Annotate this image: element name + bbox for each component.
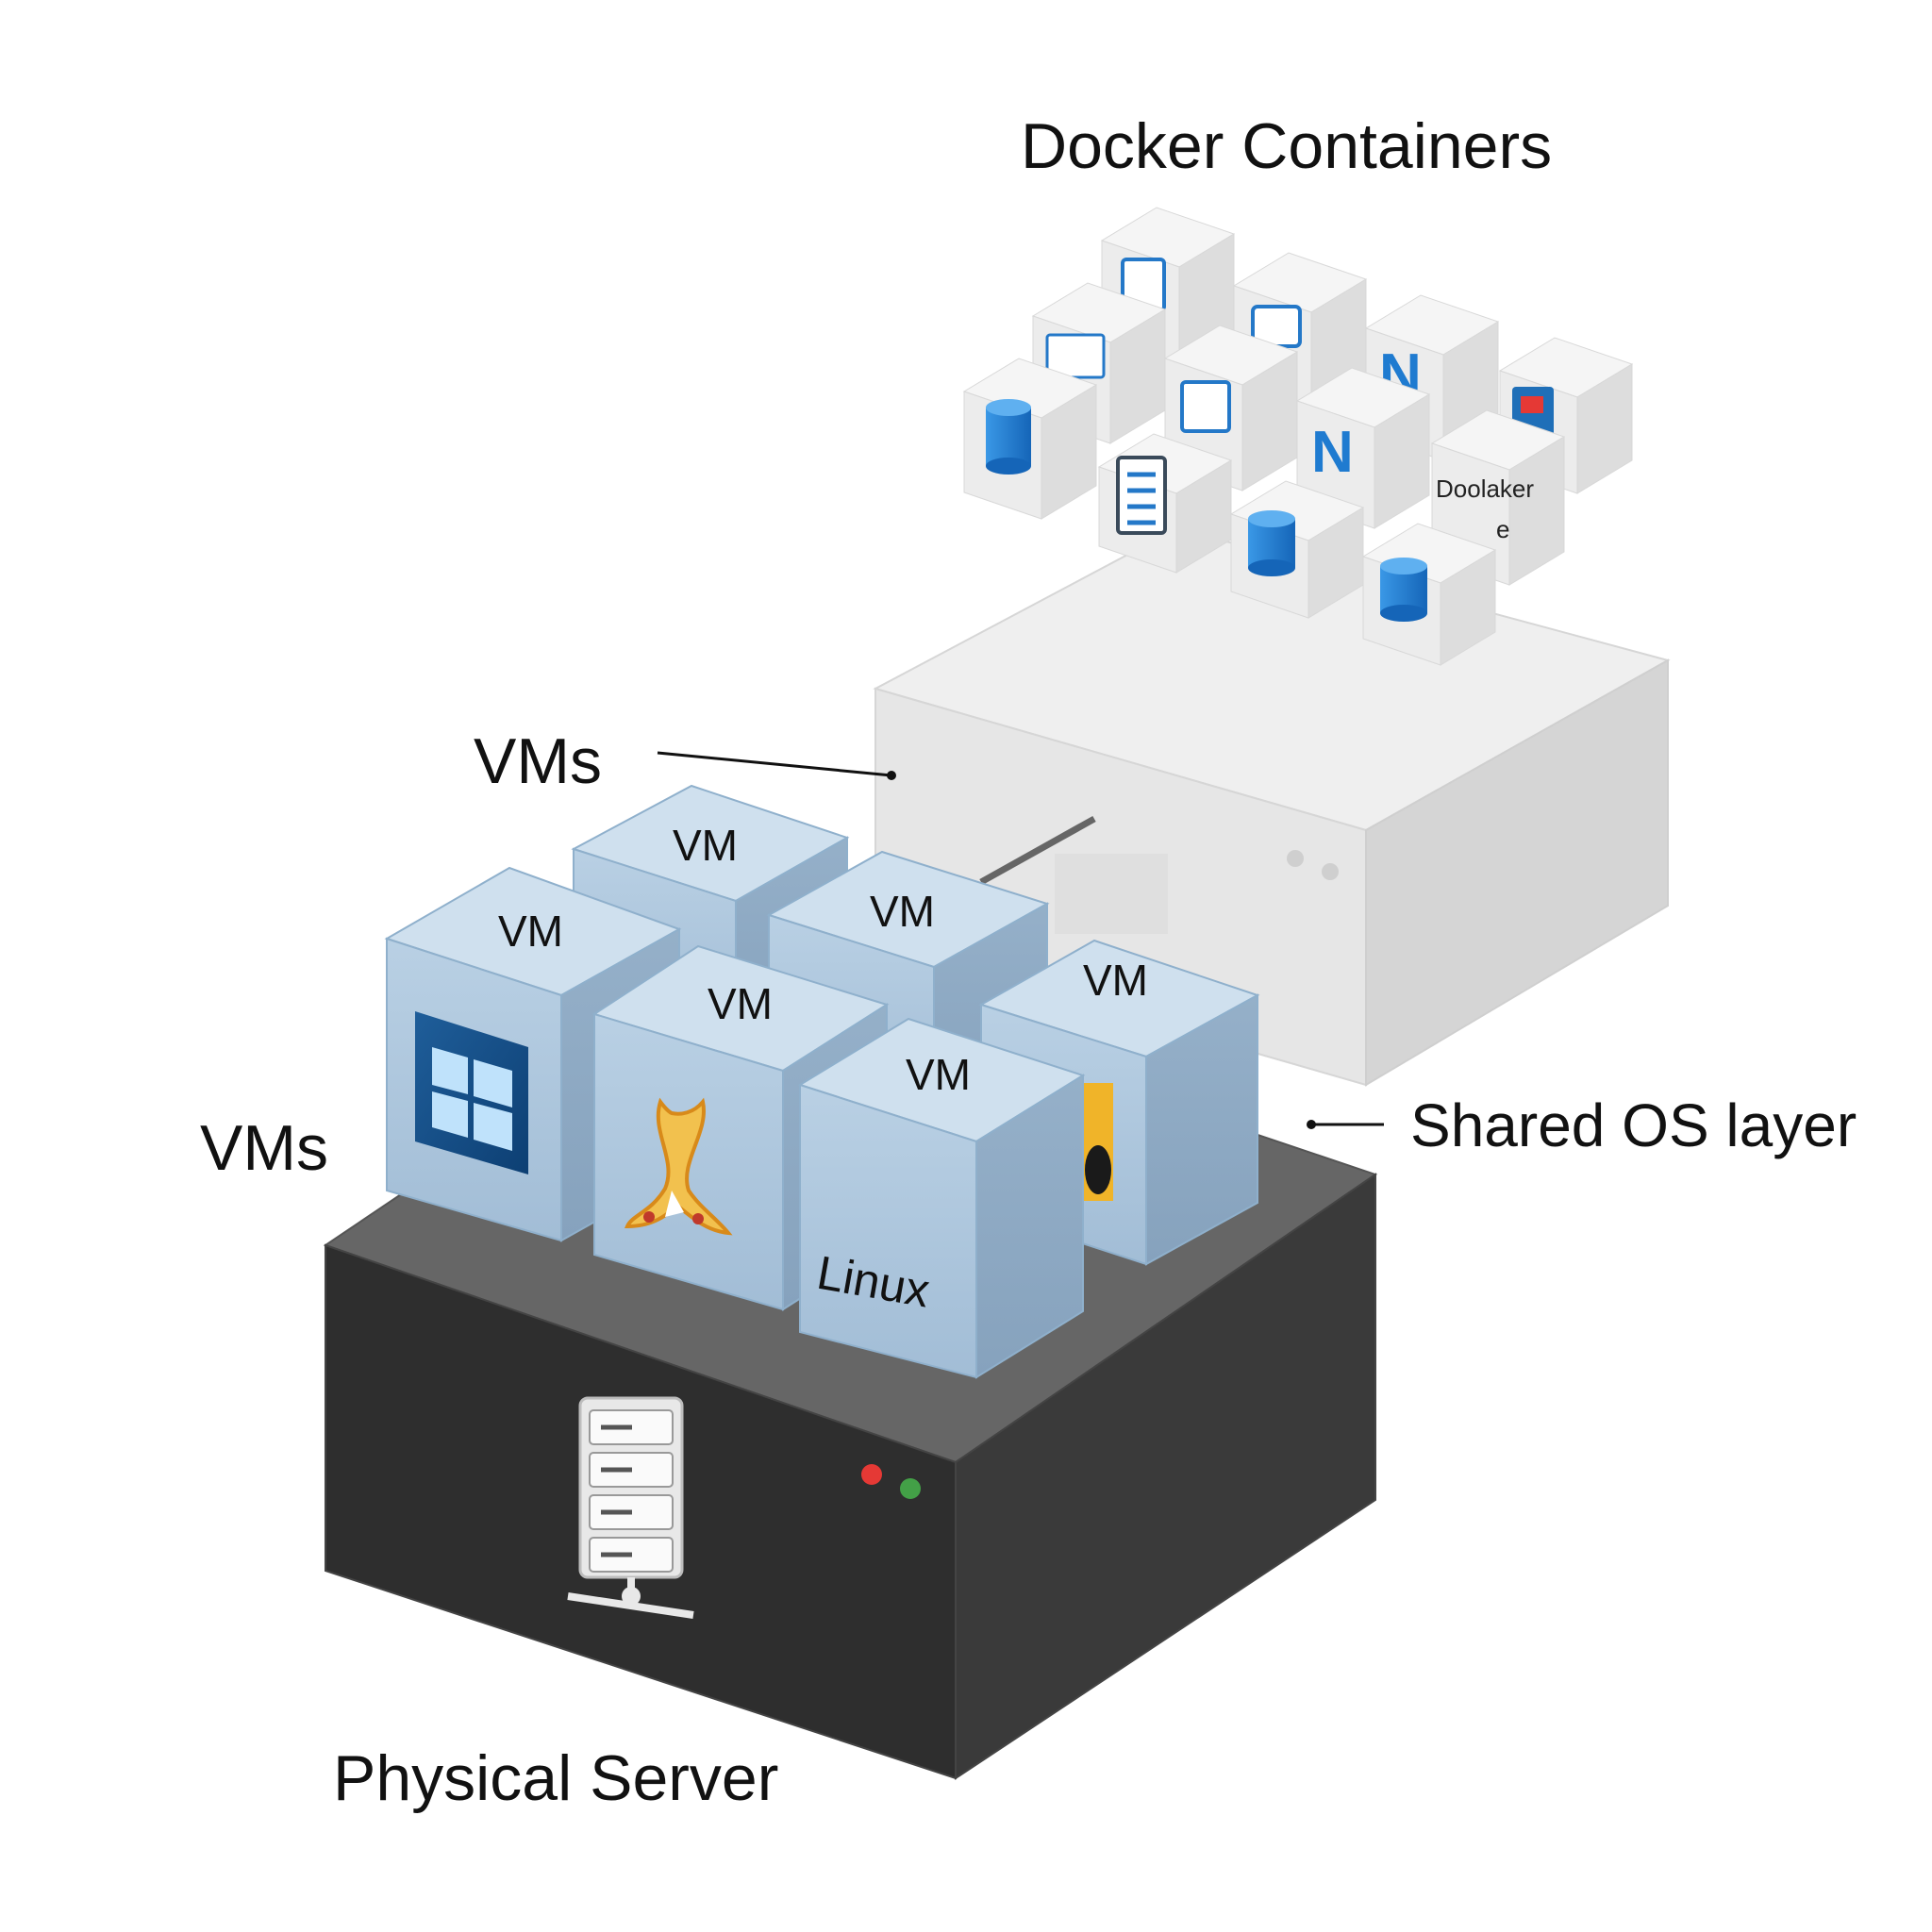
vm-label: VM <box>906 1050 971 1099</box>
n-logo-icon: N <box>1311 420 1354 485</box>
vm-label: VM <box>708 979 773 1028</box>
vm-label: VM <box>1083 956 1148 1005</box>
vms-left-label: VMs <box>200 1112 328 1184</box>
vm-label: VM <box>870 887 935 936</box>
vm-cube-linux: VM Linux <box>797 1017 1086 1379</box>
container-cube <box>1229 480 1365 619</box>
shared-os-layer-label: Shared OS layer <box>1410 1091 1857 1159</box>
docker-container-text-1: Doolaker <box>1436 475 1534 503</box>
status-led-green <box>900 1478 921 1499</box>
database-icon <box>1380 558 1427 622</box>
vm-label: VM <box>673 821 738 870</box>
vm-label: VM <box>498 907 563 956</box>
vms-top-label: VMs <box>474 725 602 797</box>
container-cube <box>962 358 1098 520</box>
database-icon <box>986 399 1031 475</box>
connector-line <box>979 815 1096 886</box>
windows-logo-icon <box>415 1011 528 1174</box>
docker-container-text-2: e <box>1496 515 1509 543</box>
docker-containers-group: Docker Containers N <box>873 110 1671 1087</box>
status-led-red <box>861 1464 882 1485</box>
container-cube <box>1361 523 1497 666</box>
shared-os-layer-block <box>873 526 1671 1087</box>
server-list-icon <box>1116 456 1167 535</box>
yellow-os-icon <box>1083 1083 1113 1201</box>
ribbon-logo-icon <box>624 1097 733 1236</box>
docker-containers-label: Docker Containers <box>1021 110 1552 182</box>
vms-callout-line <box>657 751 892 777</box>
lock-document-icon <box>1180 380 1231 433</box>
server-rack-icon <box>567 1396 694 1619</box>
container-cube <box>1163 325 1299 491</box>
physical-server-label: Physical Server <box>333 1742 778 1814</box>
container-cube <box>1097 433 1233 574</box>
database-icon <box>1248 510 1295 576</box>
